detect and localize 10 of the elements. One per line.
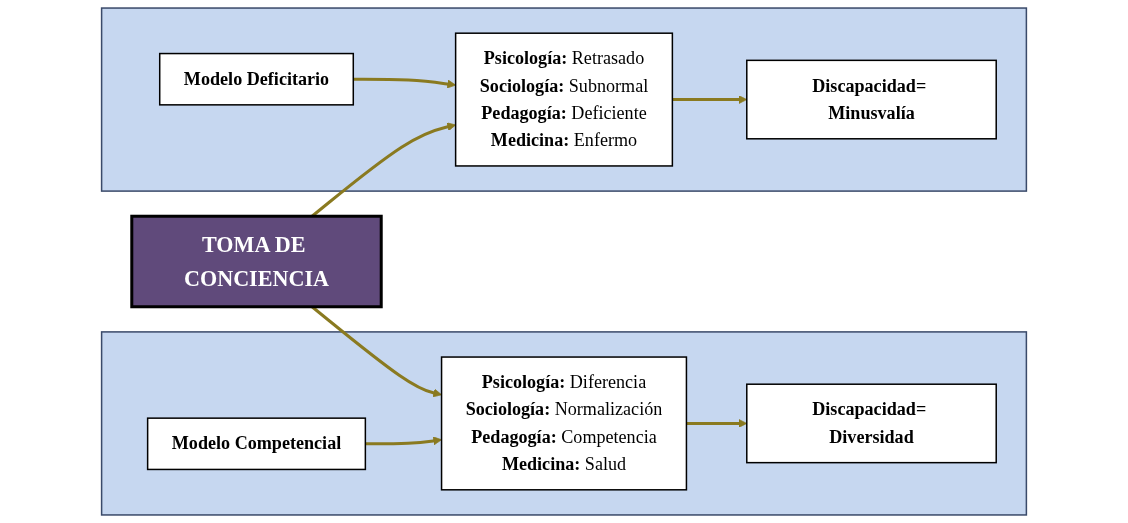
node-box: Discapacidad= Diversidad — [746, 383, 997, 464]
node-box: Modelo Competencial — [146, 417, 367, 471]
cluster — [100, 331, 1028, 516]
arrow — [365, 436, 442, 446]
node-box: Discapacidad= Minusvalía — [746, 59, 997, 140]
node-box: Psicología: Retrasado Sociología: Subnormal Pedagogía: Deficiente Medicina: Enfermo — [454, 32, 674, 167]
node-box: Modelo Deficitario — [158, 52, 355, 106]
node-box: TOMA DE CONCIENCIA — [130, 214, 383, 309]
cluster — [100, 7, 1028, 192]
node-box: Psicología: Diferencia Sociología: Normalización Pedagogía: Competencia Medicina: Salud — [440, 356, 688, 491]
